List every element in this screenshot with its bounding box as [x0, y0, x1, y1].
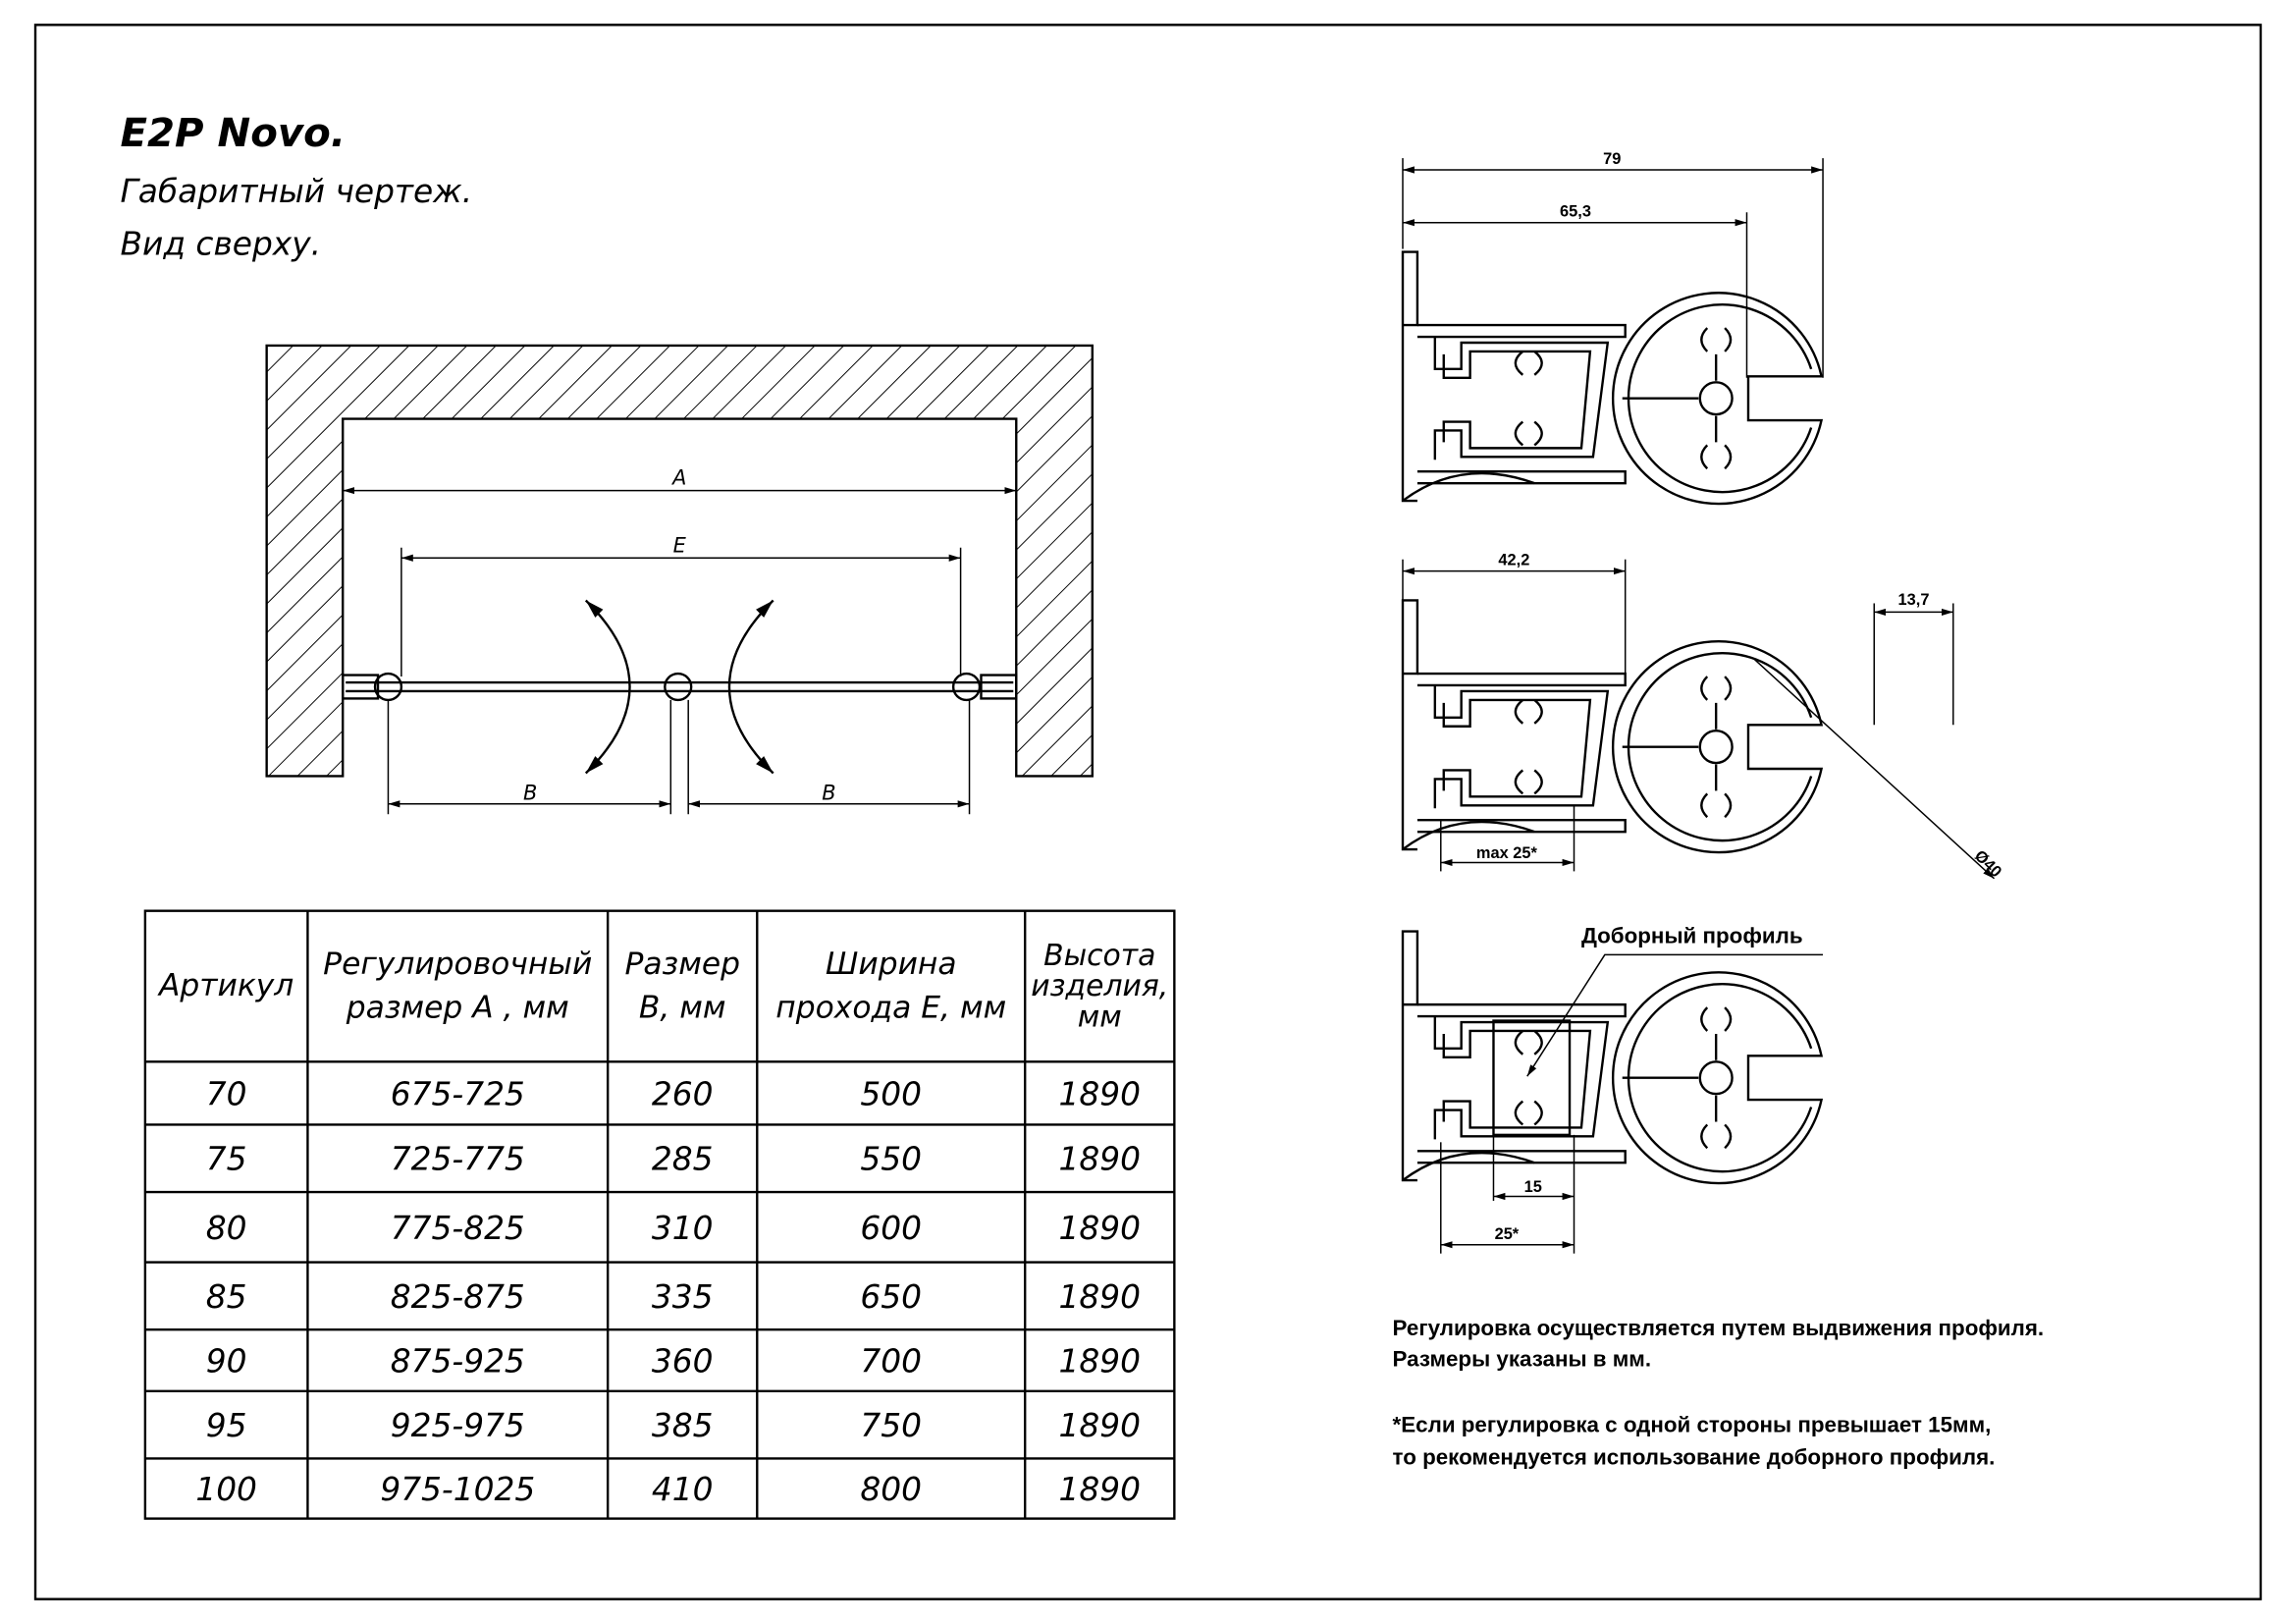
- table-cell: 80: [206, 1210, 247, 1247]
- dim-42-2: 42,2: [1498, 552, 1529, 569]
- table-cell: 1890: [1059, 1342, 1141, 1380]
- table-header-cell: Регулировочный: [323, 947, 592, 982]
- extra-profile-label: Доборный профиль: [1581, 923, 1803, 947]
- table-cell: 385: [652, 1407, 714, 1444]
- title-product: E2P Novo.: [121, 111, 347, 156]
- table-cell: 70: [206, 1075, 247, 1112]
- table-cell: 825-875: [391, 1278, 525, 1316]
- profile-section-2: 42,2 13,7 max 25* Ø40: [1401, 552, 2005, 882]
- table-cell: 600: [860, 1210, 922, 1247]
- table-cell: 675-725: [391, 1075, 525, 1112]
- table-cell: 410: [652, 1471, 714, 1508]
- swing-arrow-left: [584, 599, 631, 775]
- dim-a-label: A: [670, 466, 686, 490]
- dim-max-25: max 25*: [1476, 844, 1538, 862]
- table-header-cell: мм: [1078, 1000, 1122, 1034]
- table-cell: 1890: [1059, 1407, 1141, 1444]
- table-cell: 335: [652, 1278, 714, 1316]
- table-cell: 925-975: [391, 1407, 525, 1444]
- table-header-cell: размер A , мм: [346, 991, 569, 1026]
- table-cell: 500: [860, 1075, 922, 1112]
- table-cell: 360: [652, 1342, 714, 1380]
- size-table: Артикул Регулировочный размер A , мм Размер…: [143, 909, 1176, 1520]
- table-cell: 1890: [1059, 1210, 1141, 1247]
- table-cell: 800: [860, 1471, 922, 1508]
- table-cell: 550: [860, 1141, 922, 1178]
- table-header-cell: Ширина: [826, 947, 957, 982]
- profile-section-1: 79 65,3: [1401, 150, 1824, 506]
- table-cell: 90: [206, 1342, 247, 1380]
- title-view: Вид сверху.: [121, 226, 322, 263]
- title-drawing-type: Габаритный чертеж.: [121, 173, 473, 210]
- table-header-cell: изделия,: [1031, 969, 1168, 1003]
- table-cell: 1890: [1059, 1278, 1141, 1316]
- sheet-border: [33, 24, 2263, 1600]
- profile-section-3: Доборный профиль 15 25*: [1401, 923, 1824, 1254]
- table-header-cell: Размер: [624, 947, 739, 982]
- table-cell: 260: [652, 1075, 714, 1112]
- dim-79: 79: [1603, 150, 1621, 168]
- dim-b-left-label: B: [523, 781, 537, 804]
- wall-hatched: [265, 344, 1095, 778]
- dim-b-right-label: B: [822, 781, 835, 804]
- table-cell: 95: [206, 1407, 247, 1444]
- note-footnote-1: *Если регулировка с одной стороны превыш…: [1393, 1413, 1992, 1437]
- dim-diameter-40: Ø40: [1971, 847, 2005, 882]
- dim-65-3: 65,3: [1560, 203, 1591, 221]
- table-header-cell: B, мм: [639, 991, 726, 1026]
- table-cell: 310: [652, 1210, 714, 1247]
- dim-15: 15: [1524, 1178, 1542, 1196]
- table-cell: 725-775: [391, 1141, 525, 1178]
- dim-13-7: 13,7: [1898, 591, 1930, 609]
- table-cell: 100: [195, 1471, 257, 1508]
- table-cell: 75: [206, 1141, 247, 1178]
- table-header-cell: Артикул: [157, 968, 294, 1003]
- table-cell: 975-1025: [380, 1471, 535, 1508]
- dim-e-label: E: [673, 533, 687, 557]
- table-cell: 1890: [1059, 1141, 1141, 1178]
- note-units: Размеры указаны в мм.: [1393, 1347, 1651, 1372]
- note-footnote-2: то рекомендуется использование доборного…: [1393, 1444, 1996, 1469]
- dim-25: 25*: [1495, 1225, 1520, 1243]
- table-cell: 750: [860, 1407, 922, 1444]
- table-cell: 1890: [1059, 1471, 1141, 1508]
- table-cell: 875-925: [391, 1342, 525, 1380]
- table-cell: 700: [860, 1342, 922, 1380]
- plan-view: A E B B: [265, 344, 1095, 815]
- table-cell: 1890: [1059, 1075, 1141, 1112]
- table-border: [143, 909, 1176, 1520]
- swing-arrow-right: [727, 599, 774, 775]
- table-header-cell: прохода E, мм: [775, 991, 1006, 1026]
- table-cell: 285: [652, 1141, 714, 1178]
- table-cell: 775-825: [391, 1210, 525, 1247]
- note-adjustment: Регулировка осуществляется путем выдвиже…: [1393, 1316, 2045, 1340]
- table-header-cell: Высота: [1043, 939, 1155, 973]
- table-cell: 85: [206, 1278, 247, 1316]
- table-cell: 650: [860, 1278, 922, 1316]
